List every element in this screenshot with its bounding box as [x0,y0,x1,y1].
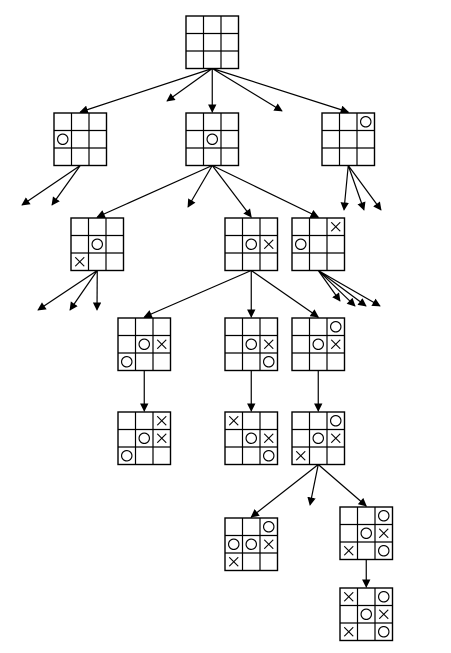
o-mark [377,590,390,603]
x-mark [156,433,167,444]
o-mark [228,538,240,550]
o-mark [121,449,133,462]
edge-arrow-root-a [79,67,213,114]
x-mark [156,339,167,350]
o-mark [262,355,275,368]
board-b2b [224,317,279,372]
board-frame [53,112,108,167]
o-mark [262,520,275,533]
x-mark [263,339,274,350]
board-b1 [70,217,125,272]
tree-stub-arrows [21,67,382,506]
board-root [185,15,240,70]
stub-arrow-b3-12 [317,270,341,302]
x-mark [74,256,85,267]
x-mark [295,450,306,461]
stub-arrow-b1-9 [37,270,98,311]
board-frame [185,112,240,167]
o-mark [377,544,390,557]
board-b2c1a [224,517,279,572]
o-mark [91,238,104,251]
x-mark [263,539,274,550]
board-c [321,112,376,167]
x-mark [330,433,341,444]
edge-arrow-b2-b2a [143,269,252,318]
board-frame [321,112,376,167]
x-mark [228,415,239,426]
board-frame [291,317,346,372]
stub-arrow-c-8 [347,165,382,211]
x-mark [330,221,341,232]
board-b2a [117,317,172,372]
o-mark [377,625,390,638]
o-mark [138,432,151,444]
stub-arrow-root-2 [211,67,283,112]
x-mark [343,626,354,637]
stub-arrow-b1-10 [69,270,98,311]
x-mark [263,239,274,250]
board-b2c1b1 [339,587,394,642]
board-b2c1 [291,411,346,466]
stub-arrow-c-7 [347,165,366,211]
board-b2a1 [117,411,172,466]
stub-arrow-a-3 [21,165,81,206]
edge-arrow-b2c1-b2c1a [250,464,319,518]
board-b3 [291,217,346,272]
o-mark [245,338,258,350]
x-mark [378,609,389,620]
o-mark [329,320,342,333]
o-mark [245,238,258,251]
board-frame [117,317,172,372]
board-frame [291,217,346,272]
board-b2c1b [339,506,394,561]
o-mark [121,355,133,368]
board-b2c [291,317,346,372]
stub-arrow-b3-14 [317,270,367,307]
board-b2 [224,217,279,272]
board-frame [224,217,279,272]
edge-arrow-b2-b2c [250,270,319,318]
stub-arrow-b3-13 [317,270,356,307]
board-a [53,112,108,167]
board-b [185,112,240,167]
x-mark [378,528,389,539]
x-mark [343,545,354,556]
x-mark [156,415,167,426]
o-mark [312,432,324,444]
edge-arrow-b2c1-b2c1b [317,464,367,507]
tree-edges [79,67,371,588]
o-mark [360,527,372,539]
edge-arrow-root-c [212,67,350,114]
stub-arrow-root-1 [166,68,213,102]
o-mark [359,116,372,128]
o-mark [360,608,372,620]
board-frame [185,15,240,70]
tree-nodes [53,15,394,642]
stub-arrow-b3-15 [317,269,381,307]
o-mark [312,338,324,350]
o-mark [245,432,258,444]
o-mark [206,133,219,146]
o-mark [262,449,275,462]
board-b2b1 [224,411,279,466]
x-mark [343,591,354,602]
o-mark [329,414,342,427]
x-mark [263,433,274,444]
o-mark [138,338,151,350]
stub-arrow-c-6 [340,165,349,211]
edge-arrow-b-b3 [211,164,320,218]
stub-arrow-a-4 [51,165,81,206]
x-mark [228,556,239,567]
x-mark [330,339,341,350]
stub-arrow-b2c1-16 [307,464,319,506]
board-frame [224,317,279,372]
stub-arrow-b-5 [187,165,213,208]
o-mark [377,509,390,522]
o-mark [245,538,258,550]
edge-arrow-b-b1 [96,164,213,218]
o-mark [56,133,69,146]
o-mark [294,238,307,251]
edge-arrow-b-b2 [211,165,252,218]
